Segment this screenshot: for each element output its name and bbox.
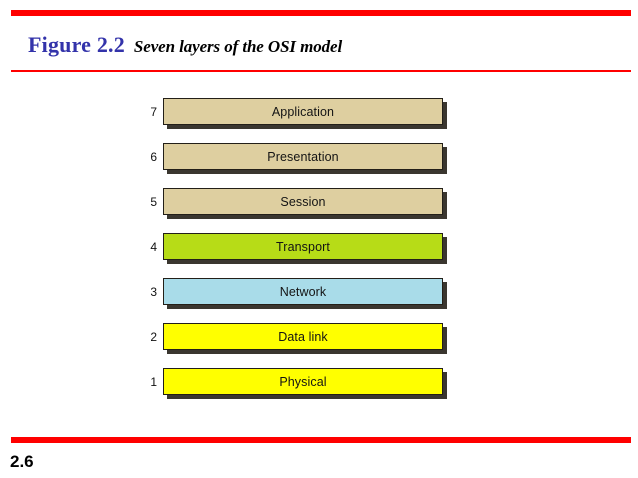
page-title: Figure 2.2 Seven layers of the OSI model — [28, 32, 342, 58]
layer-row: 4 Transport — [140, 233, 460, 278]
layer-row: 6 Presentation — [140, 143, 460, 188]
layer-number: 6 — [150, 150, 157, 164]
layer-name: Session — [280, 194, 326, 209]
layer-box-application[interactable]: Application — [163, 98, 443, 125]
layer-row: 3 Network — [140, 278, 460, 323]
figure-label: Figure 2.2 — [28, 32, 125, 57]
layer-number: 1 — [150, 375, 157, 389]
top-red-rule — [11, 10, 631, 16]
layer-name: Presentation — [267, 149, 339, 164]
layer-box-presentation[interactable]: Presentation — [163, 143, 443, 170]
layer-row: 2 Data link — [140, 323, 460, 368]
layer-box-session[interactable]: Session — [163, 188, 443, 215]
title-underline-rule — [11, 70, 631, 72]
figure-caption: Seven layers of the OSI model — [133, 37, 343, 56]
layer-number: 5 — [150, 195, 157, 209]
layer-box-physical[interactable]: Physical — [163, 368, 443, 395]
osi-layer-stack: 7 Application 6 Presentation 5 Session 4 Transp… — [140, 98, 460, 413]
bottom-red-rule — [11, 437, 631, 443]
layer-row: 1 Physical — [140, 368, 460, 413]
layer-name: Transport — [276, 239, 330, 254]
layer-row: 5 Session — [140, 188, 460, 233]
page-number: 2.6 — [10, 452, 34, 471]
layer-name: Application — [271, 104, 335, 119]
layer-name: Physical — [279, 374, 327, 389]
layer-box-network[interactable]: Network — [163, 278, 443, 305]
layer-name: Network — [279, 284, 327, 299]
layer-number: 2 — [150, 330, 157, 344]
layer-number: 4 — [150, 240, 157, 254]
layer-box-transport[interactable]: Transport — [163, 233, 443, 260]
layer-row: 7 Application — [140, 98, 460, 143]
layer-box-data-link[interactable]: Data link — [163, 323, 443, 350]
layer-number: 7 — [150, 105, 157, 119]
layer-number: 3 — [150, 285, 157, 299]
layer-name: Data link — [278, 329, 328, 344]
